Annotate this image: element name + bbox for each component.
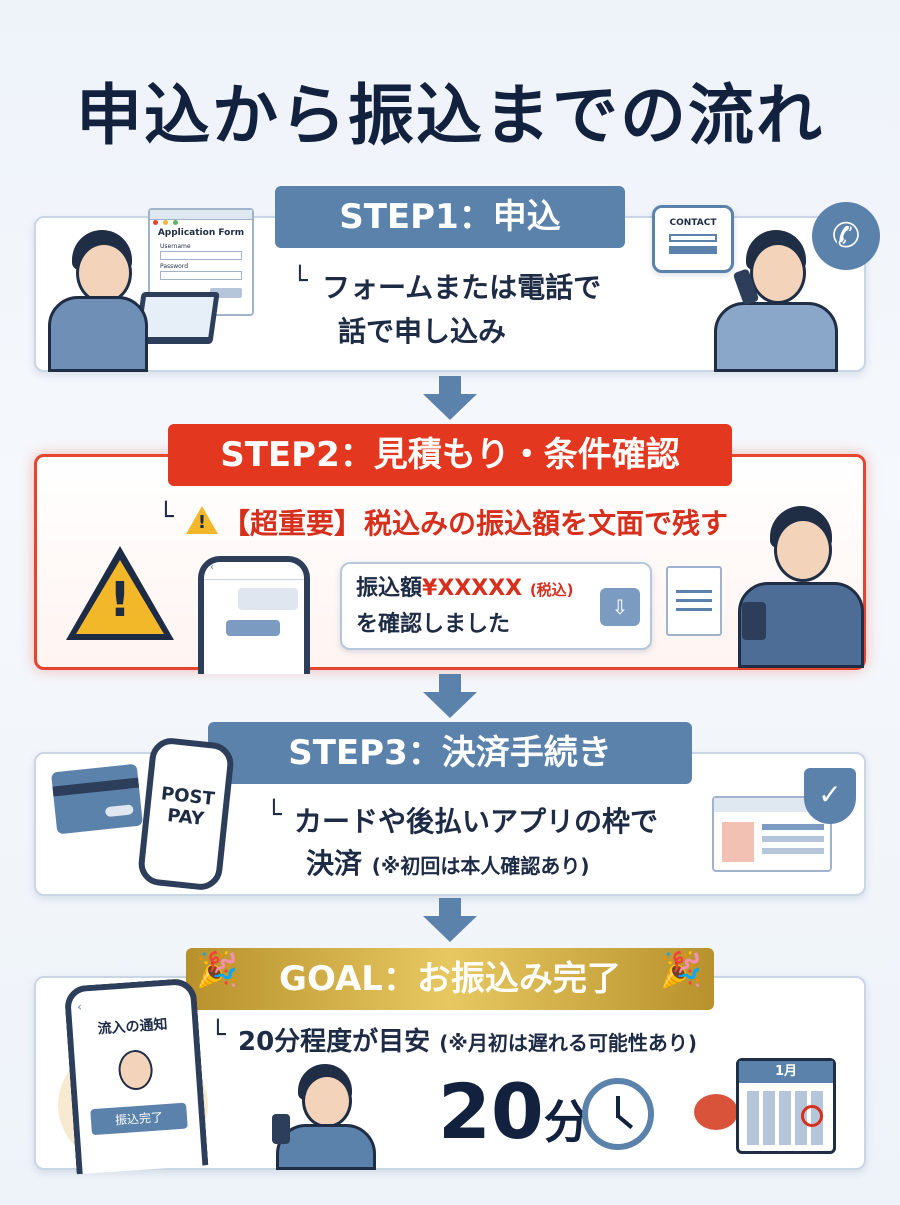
msg-line2: を確認しました xyxy=(356,612,511,637)
flow-arrow-3-head xyxy=(423,916,477,942)
step3-desc-main: 決済 xyxy=(306,847,363,880)
page-title: 申込から振込までの流れ xyxy=(76,77,824,154)
party-popper-left-icon: 🎉 xyxy=(196,950,239,990)
clock-icon xyxy=(582,1078,654,1150)
step1-tick: └ xyxy=(292,266,308,296)
step1-desc-line2: 話で申し込み xyxy=(338,315,507,348)
confirmation-message-bubble: 振込額¥XXXXX (税込) を確認しました ⇩ xyxy=(340,562,652,650)
credit-card-icon xyxy=(50,763,144,835)
goal-desc-note: (※月初は遅れる可能性あり) xyxy=(439,1031,697,1055)
goal-time-number: 20 xyxy=(438,1067,544,1156)
goal-tick: └ xyxy=(210,1020,226,1050)
phone-call-icon: ✆ xyxy=(812,202,880,270)
flow-arrow-1 xyxy=(439,376,461,396)
step3-desc-line2: 決済 (※初回は本人確認あり) xyxy=(306,842,590,888)
person-happy-icon xyxy=(268,1062,380,1170)
notification-button[interactable]: 振込完了 xyxy=(90,1102,188,1136)
form-title: Application Form xyxy=(157,228,245,238)
notification-phone-icon: ‹ 流入の通知 振込完了 xyxy=(63,977,209,1175)
step3-tick: └ xyxy=(266,800,282,830)
form-password-label: Password xyxy=(160,263,189,270)
warning-badge: 【超重要】 xyxy=(222,507,363,540)
person-phone-icon xyxy=(708,226,838,372)
step1-desc-line1: フォームまたは電話で xyxy=(322,271,602,304)
goal-time: 20分 xyxy=(438,1072,590,1173)
person-thinking-icon xyxy=(734,502,864,668)
flow-arrow-2 xyxy=(439,674,461,694)
calendar-icon: 1月 xyxy=(736,1058,836,1154)
shield-check-icon: ✓ xyxy=(804,768,856,824)
step3-desc-line1: カードや後払いアプリの枠で xyxy=(294,805,659,838)
form-username-label: Username xyxy=(160,243,191,250)
msg-tax: (税込) xyxy=(529,581,574,599)
msg-amount: ¥XXXXX xyxy=(422,576,523,601)
warning-small-icon xyxy=(186,506,218,534)
contact-label: CONTACT xyxy=(669,218,717,228)
postpay-phone-icon: POST PAY xyxy=(136,736,236,892)
warning-text: 税込みの振込額を文面で残す xyxy=(364,507,729,540)
notification-title: 流入の通知 xyxy=(97,1016,169,1038)
form-username-field[interactable] xyxy=(160,251,242,260)
form-submit-button[interactable] xyxy=(210,288,242,298)
flow-arrow-2-head xyxy=(423,692,477,718)
screenshot-icon: ⇩ xyxy=(600,588,640,626)
step3-desc-note: (※初回は本人確認あり) xyxy=(371,854,590,878)
flow-arrow-1-head xyxy=(423,394,477,420)
step1-label: STEP1：申込 xyxy=(275,186,625,248)
goal-label: GOAL：お振込み完了 xyxy=(186,948,714,1010)
goal-desc-main: 20分程度が目安 xyxy=(238,1027,431,1057)
calendar-month: 1月 xyxy=(739,1061,833,1083)
party-popper-right-icon: 🎉 xyxy=(660,950,703,990)
step2-label: STEP2：見積もり・条件確認 xyxy=(168,424,732,486)
step2-tick: └ xyxy=(158,502,174,532)
goal-desc: 20分程度が目安 (※月初は遅れる可能性あり) xyxy=(238,1020,697,1065)
flow-arrow-3 xyxy=(439,898,461,918)
person-laptop-icon xyxy=(40,222,150,372)
contact-card-icon: CONTACT xyxy=(652,205,734,273)
chat-phone-icon: ‹ xyxy=(198,556,310,674)
msg-prefix: 振込額 xyxy=(356,576,423,601)
form-password-field[interactable] xyxy=(160,271,242,280)
document-icon xyxy=(666,566,722,636)
step3-label: STEP3：決済手続き xyxy=(208,722,692,784)
burst-icon xyxy=(694,1094,738,1130)
